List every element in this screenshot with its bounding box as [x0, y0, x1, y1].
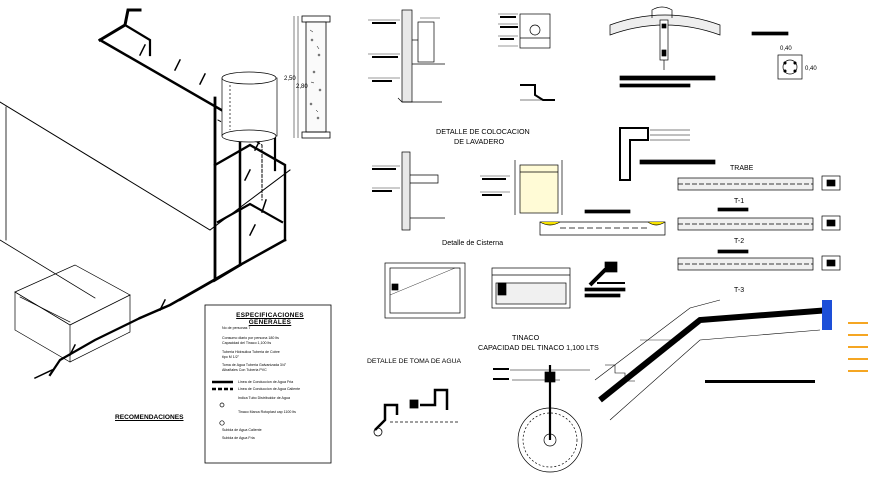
tinaco-capacity-label: CAPACIDAD DEL TINACO 1,100 LTS — [478, 343, 599, 352]
specifications-legend-box — [204, 304, 332, 464]
spec-line: Subida de Agua Fria — [222, 436, 255, 440]
spec-line: No de personas 7 — [222, 326, 251, 330]
toma-de-agua-detail — [373, 388, 460, 437]
spec-line: Indica Tubo Distribuidor de Agua — [238, 396, 290, 400]
lavadero-detail-drawings — [368, 9, 555, 103]
spec-line: Linea de Conduccion de Agua Caliente — [238, 387, 301, 391]
spec-line: Consumo diario por persona 180 lts — [222, 336, 279, 340]
dim-2-80: 2,80 — [296, 84, 308, 90]
detalle-colocacion-title: DETALLE DE COLOCACION — [436, 127, 530, 136]
column-elevation-detail — [293, 15, 331, 139]
specs-title: ESPECIFICACIONES GENERALES — [236, 312, 304, 326]
tinaco-label: TINACO — [512, 333, 540, 342]
detalle-toma-agua-label: DETALLE DE TOMA DE AGUA — [367, 358, 462, 365]
orange-marker-lines — [848, 322, 868, 372]
spec-line: Toma de Agua Tuberia Galvanizada 3/4" — [222, 363, 287, 367]
spec-line: Tuberia Hidraulica Tuberia de Cobre — [222, 350, 280, 354]
beam-t1-label: T-1 — [734, 198, 744, 205]
slab-connection-details — [609, 6, 803, 88]
spec-line: Subida de Agua Caliente — [222, 428, 262, 432]
annotation-bars — [372, 16, 625, 380]
stair-slab-section — [594, 299, 832, 421]
dim-0-40-top: 0,40 — [780, 46, 792, 52]
dim-0-40-side: 0,40 — [805, 66, 817, 72]
trabe-label: TRABE — [730, 165, 754, 172]
tinaco-tank-iso — [221, 71, 278, 143]
beam-t3-label: T-3 — [734, 287, 744, 294]
spec-line: Capacidad del Tinaco 1,100 lts — [222, 341, 272, 345]
spec-line: Linea de Conduccion de Agua Fria — [238, 380, 294, 384]
trabe-beam-sections — [619, 127, 841, 271]
spec-line: Tinaco Marca Rotoplast cap 1100 lts — [238, 410, 296, 414]
detalle-cisterna-label: Detalle de Cisterna — [442, 238, 503, 247]
cisterna-section-detail — [372, 151, 666, 236]
dim-2-50: 2,50 — [284, 76, 296, 82]
recomendaciones-title: RECOMENDACIONES — [115, 414, 184, 421]
spec-line: Albañales Con Tuberia PVC — [222, 368, 267, 372]
beam-t2-label: T-2 — [734, 238, 744, 245]
tinaco-plan-detail — [510, 365, 590, 473]
spec-line: tipo M 1/2" — [222, 355, 240, 359]
cisterna-plan-and-section — [384, 261, 626, 319]
detalle-colocacion-subtitle: DE LAVADERO — [454, 137, 504, 146]
